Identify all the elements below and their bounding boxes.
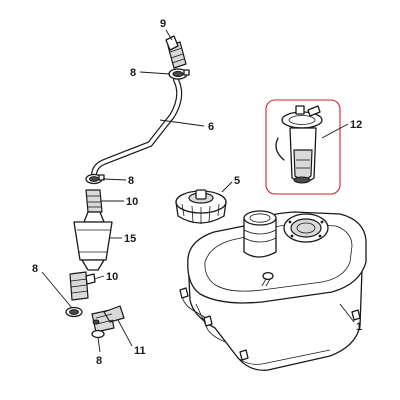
- callout-9: 9: [160, 18, 166, 30]
- fuel-pump-assembly-highlight: [265, 99, 341, 195]
- hose-fitting-top: [165, 35, 187, 69]
- callout-8-bottom: 8: [96, 355, 102, 367]
- fuel-line-hose: [91, 77, 183, 179]
- hose-clamp-lower: [65, 306, 83, 318]
- fuel-cap: [175, 189, 227, 224]
- inline-fuel-filter: [73, 211, 113, 271]
- callout-1: 1: [356, 321, 362, 333]
- callout-8-left: 8: [32, 263, 38, 275]
- hose-clamp-tee: [92, 319, 100, 325]
- callout-11: 11: [134, 345, 146, 357]
- callout-12: 12: [350, 119, 362, 131]
- fuel-tank: [179, 210, 367, 371]
- callout-10-upper: 10: [126, 196, 138, 208]
- callout-labels: 1 5 6 8 8 8 8 9 10 10 11 12 15: [32, 18, 362, 367]
- hose-fitting-upper: [85, 189, 103, 213]
- leader-lines: [41, 29, 355, 353]
- hose-clamp-middle: [85, 173, 105, 185]
- tee-fitting: [91, 305, 125, 339]
- callout-8-middle: 8: [128, 175, 134, 187]
- hose-clamp-top: [168, 68, 190, 80]
- callout-8-top: 8: [130, 67, 136, 79]
- callout-5: 5: [234, 175, 240, 187]
- hose-fitting-lower: [69, 271, 96, 301]
- callout-15: 15: [124, 233, 136, 245]
- callout-10-lower: 10: [106, 271, 118, 283]
- callout-6: 6: [208, 121, 214, 133]
- fuel-pump-assembly: [275, 105, 323, 184]
